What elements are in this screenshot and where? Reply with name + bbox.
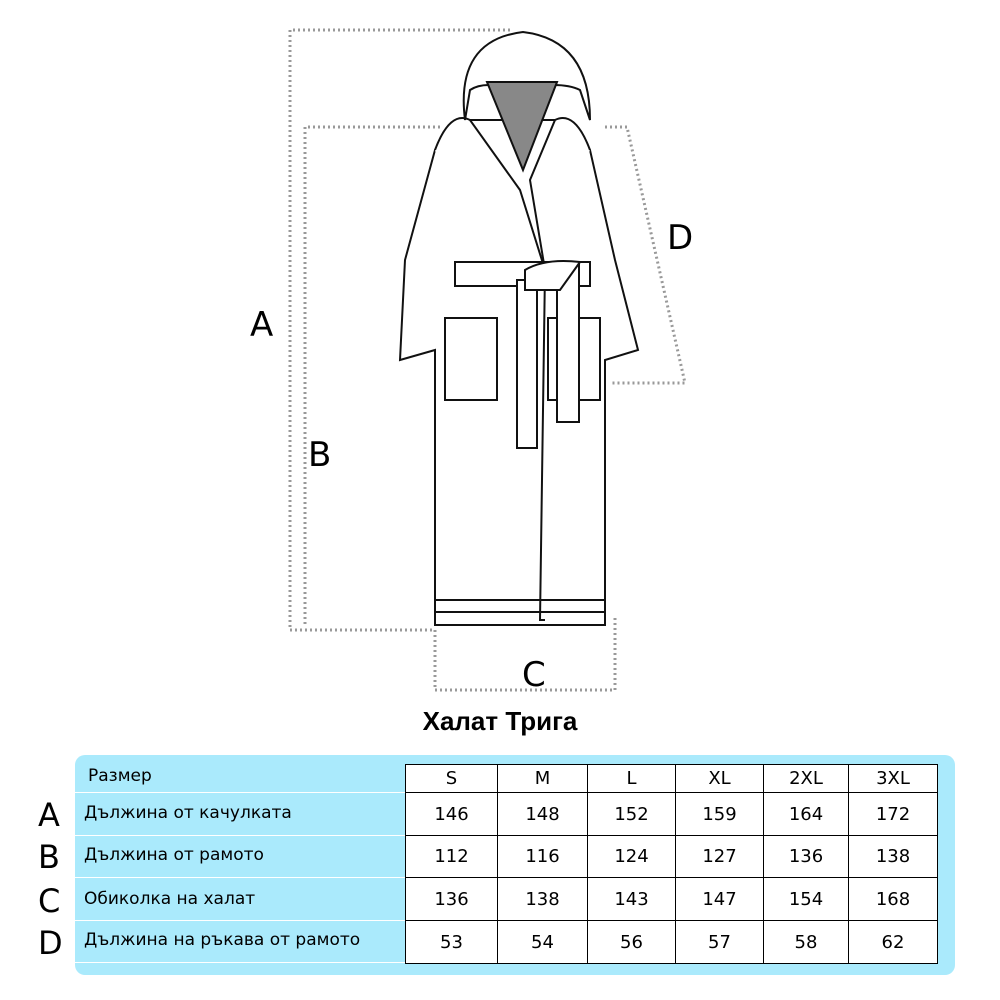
size-header: M [497, 764, 588, 793]
label-d: D [667, 218, 694, 258]
table-row: 136 138 143 147 154 168 [405, 877, 938, 921]
measure-d-line [605, 125, 687, 385]
cell: 164 [763, 792, 849, 836]
size-header: S [405, 764, 498, 793]
divider [75, 792, 405, 793]
cell: 58 [763, 920, 849, 964]
cell: 116 [497, 835, 588, 878]
label-b: B [308, 435, 332, 475]
size-table: S M L XL 2XL 3XL 146 148 152 159 164 172… [405, 764, 938, 964]
cell: 136 [763, 835, 849, 878]
measurement-lines [288, 28, 687, 692]
label-a: A [250, 305, 274, 345]
label-c: C [522, 655, 546, 695]
cell: 56 [587, 920, 676, 964]
size-header: XL [675, 764, 764, 793]
cell: 54 [497, 920, 588, 964]
cell: 154 [763, 877, 849, 921]
measure-b-line [303, 125, 440, 625]
cell: 112 [405, 835, 498, 878]
cell: 136 [405, 877, 498, 921]
divider [75, 962, 405, 963]
cell: 159 [675, 792, 764, 836]
cell: 172 [848, 792, 938, 836]
cell: 57 [675, 920, 764, 964]
size-header-row: S M L XL 2XL 3XL [405, 764, 938, 793]
cell: 146 [405, 792, 498, 836]
bathrobe-diagram [288, 28, 687, 692]
cell: 143 [587, 877, 676, 921]
table-row: 53 54 56 57 58 62 [405, 920, 938, 964]
row-letter: D [38, 924, 63, 962]
header-label: Размер [88, 766, 152, 786]
divider [75, 877, 405, 878]
cell: 138 [848, 835, 938, 878]
measure-a-line [288, 28, 510, 632]
cell: 53 [405, 920, 498, 964]
divider [75, 835, 405, 836]
robe-drawing [398, 30, 640, 626]
cell: 62 [848, 920, 938, 964]
cell: 127 [675, 835, 764, 878]
row-label: Дължина на ръкава от рамото [84, 930, 361, 950]
row-letter: C [38, 882, 61, 920]
table-row: 112 116 124 127 136 138 [405, 835, 938, 878]
row-label: Обиколка на халат [84, 889, 256, 909]
table-row: 146 148 152 159 164 172 [405, 792, 938, 836]
cell: 147 [675, 877, 764, 921]
cell: 124 [587, 835, 676, 878]
cell: 168 [848, 877, 938, 921]
measure-c-line [433, 615, 617, 692]
size-header: 2XL [763, 764, 849, 793]
cell: 148 [497, 792, 588, 836]
cell: 152 [587, 792, 676, 836]
row-label: Дължина от рамото [84, 845, 264, 865]
size-header: 3XL [848, 764, 938, 793]
row-letter: A [38, 796, 60, 834]
divider [75, 920, 405, 921]
product-title: Халат Трига [422, 706, 578, 736]
cell: 138 [497, 877, 588, 921]
row-label: Дължина от качулката [84, 803, 292, 823]
row-letter: B [38, 838, 60, 876]
size-header: L [587, 764, 676, 793]
